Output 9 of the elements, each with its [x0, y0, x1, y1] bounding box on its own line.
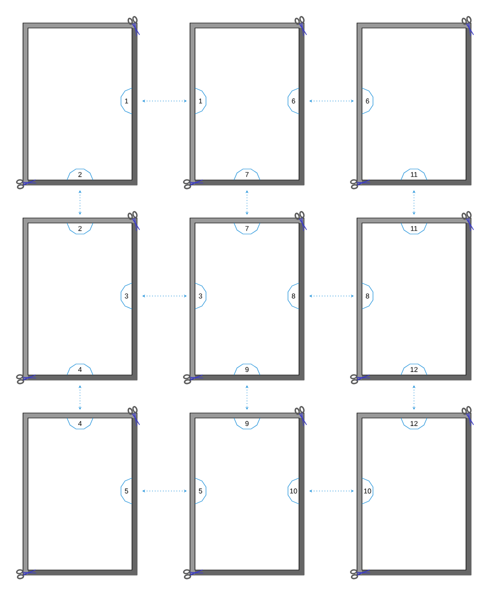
- page-frame: [22, 412, 138, 576]
- page-frame: [356, 218, 472, 380]
- page-frame: [190, 218, 304, 380]
- page-frame: [22, 218, 138, 380]
- page-frame: [22, 22, 138, 186]
- page-frame: [190, 412, 304, 576]
- page-frame: [356, 412, 472, 576]
- page-frame: [356, 22, 472, 186]
- page-frame: [190, 22, 304, 186]
